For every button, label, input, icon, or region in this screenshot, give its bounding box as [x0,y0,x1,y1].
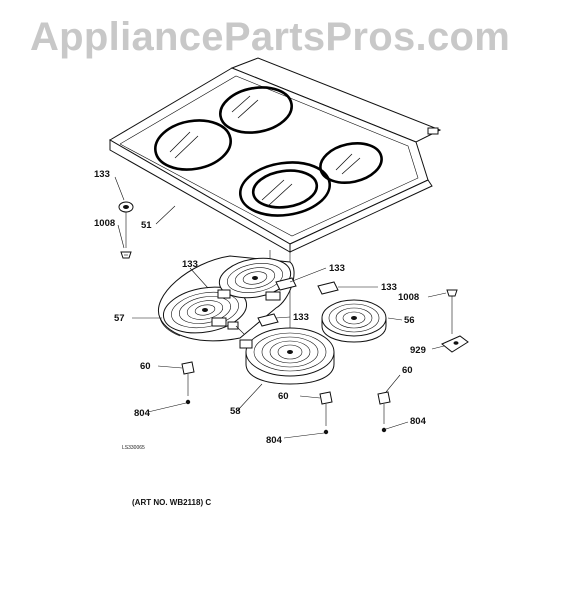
callout-133-right: 133 [381,282,397,293]
clip-right [317,281,339,295]
callout-133-right-rear: 133 [329,263,345,274]
left-spacer-screw [181,361,195,405]
callout-60-left: 60 [140,361,151,372]
diagram-code: LS330065 [122,445,145,451]
callout-56: 56 [404,315,415,326]
left-retainer-assembly [118,201,134,259]
center-spacer-screw [319,391,333,435]
right-spacer-screw [377,391,391,433]
callout-1008-right: 1008 [398,292,419,303]
watermark-text: AppliancePartsPros.com [30,15,510,59]
right-screw-assembly [441,289,469,353]
callout-labels: 133 1008 51 133 133 133 133 57 56 1008 9… [94,169,427,446]
art-number: (ART NO. WB2118) C [132,498,211,507]
callout-133-left: 133 [94,169,110,180]
large-element [239,327,335,385]
callout-60-center: 60 [278,391,289,402]
callout-804-left: 804 [134,408,151,419]
callout-133-dual: 133 [182,259,198,270]
callout-929: 929 [410,345,426,356]
clip-right-rear [275,277,297,291]
callout-133-center: 133 [293,312,309,323]
dual-element [157,255,295,342]
callout-57: 57 [114,313,125,324]
leader-lines [114,176,447,439]
cooktop-glass [109,57,442,350]
callout-804-right: 804 [410,416,427,427]
callout-58: 58 [230,406,241,417]
callout-60-right: 60 [402,365,413,376]
callout-1008-left: 1008 [94,218,115,229]
small-element [321,299,387,343]
callout-804-center: 804 [266,435,283,446]
clip-center [257,313,279,327]
callout-51: 51 [141,220,152,231]
glass-burner-rings [154,86,383,217]
